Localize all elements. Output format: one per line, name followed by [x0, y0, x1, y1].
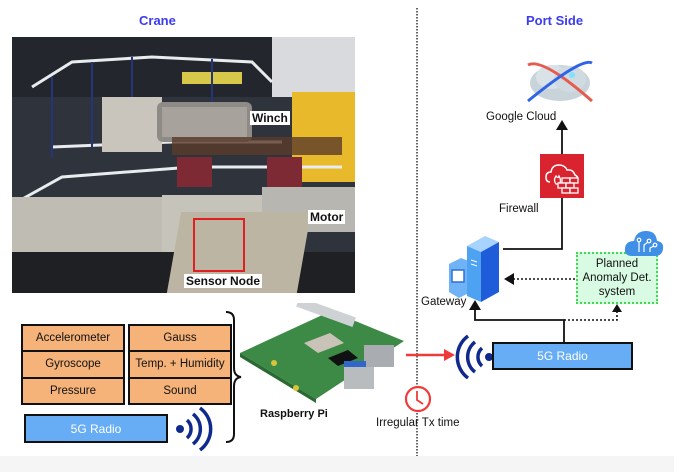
crane-section-title: Crane [139, 13, 176, 28]
sensor-node-highlight [193, 218, 245, 272]
port-5g-radio-label: 5G Radio [537, 349, 588, 363]
sensor-accelerometer: Accelerometer [21, 324, 125, 353]
winch-label: Winch [250, 111, 290, 125]
port-connectors [469, 120, 622, 342]
ai-cloud-icon [624, 231, 664, 256]
bottom-strip [0, 456, 674, 472]
sensor-node-label: Sensor Node [184, 274, 263, 288]
motor-label: Motor [308, 210, 346, 224]
sensor-sound: Sound [128, 376, 232, 405]
raspberry-pi-label: Raspberry Pi [260, 408, 328, 420]
radio-to-anomaly-line [564, 310, 618, 321]
wireless-signal-icon [176, 406, 213, 452]
planned-anomaly-detection-box: Planned Anomaly Det. system [576, 252, 658, 304]
clock-icon [404, 385, 432, 413]
crane-5g-radio-label: 5G Radio [70, 421, 122, 436]
crane-5g-radio: 5G Radio [24, 414, 168, 443]
port-side-section-title: Port Side [526, 13, 584, 28]
sensor-temp-humidity: Temp. + Humidity [128, 350, 232, 379]
firewall-icon [540, 154, 584, 198]
port-5g-radio: 5G Radio [492, 342, 633, 370]
transmission-arrow [406, 349, 455, 361]
sensor-pressure: Pressure [21, 376, 125, 405]
crane-photo-illustration [12, 37, 355, 293]
gateway-server-icon [449, 236, 499, 302]
sensor-grid: Accelerometer Gauss Gyroscope Temp. + Hu… [21, 324, 232, 405]
anomaly-line3: system [598, 286, 636, 298]
gateway-to-firewall-line [503, 185, 563, 250]
port-wireless-signal-icon [455, 334, 493, 380]
grouping-brace [225, 311, 242, 443]
google-cloud-label: Google Cloud [486, 111, 557, 123]
firewall-label: Firewall [499, 203, 539, 215]
anomaly-line2: Anomaly Det. [582, 272, 652, 284]
irregular-tx-time-label: Irregular Tx time [376, 417, 460, 429]
raspberry-pi-board-icon [240, 303, 404, 403]
sensor-gauss: Gauss [128, 324, 232, 353]
google-cloud-icon [527, 60, 593, 103]
anomaly-line1: Planned [595, 258, 639, 270]
crane-photo: Winch Motor Sensor Node [12, 37, 355, 293]
sensor-gyroscope: Gyroscope [21, 350, 125, 379]
radio-to-gateway-line [474, 308, 565, 342]
gateway-label: Gateway [421, 296, 467, 308]
section-divider [416, 8, 418, 458]
